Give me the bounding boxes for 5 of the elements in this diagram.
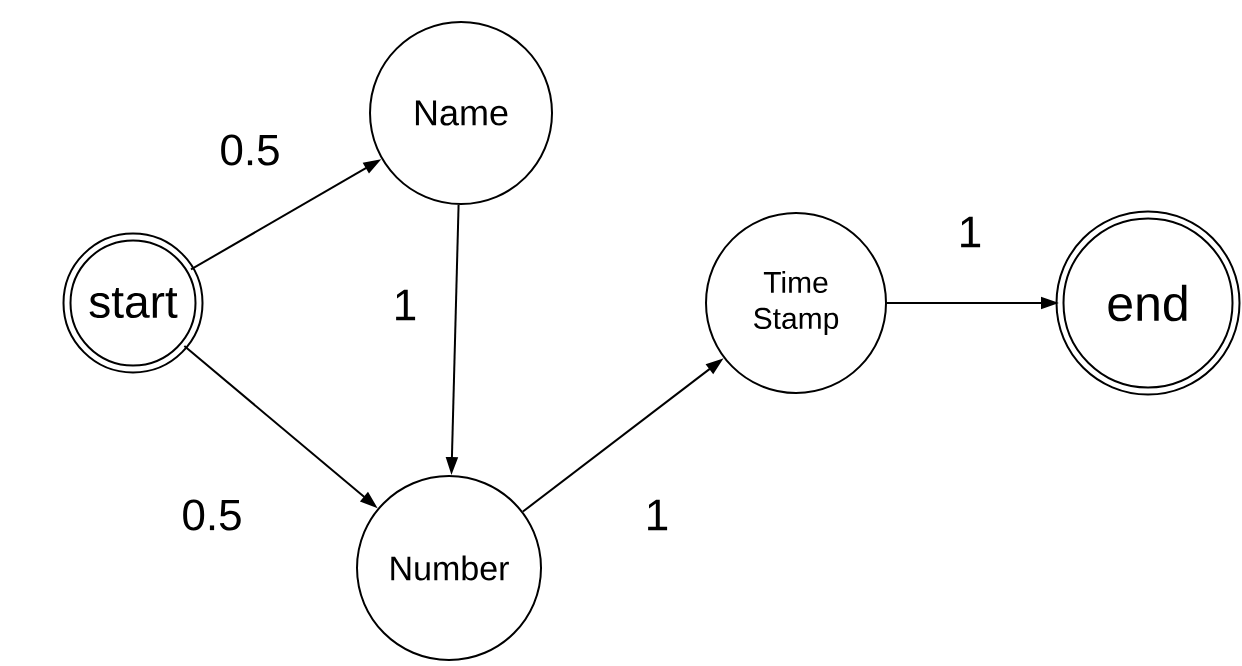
edge-label: 1 — [961, 216, 981, 248]
edge-label: 1 — [648, 499, 668, 531]
edge-label: 0.5 — [221, 134, 279, 166]
edge-label: 1 — [396, 289, 416, 321]
edge-label: 0.5 — [183, 499, 241, 531]
